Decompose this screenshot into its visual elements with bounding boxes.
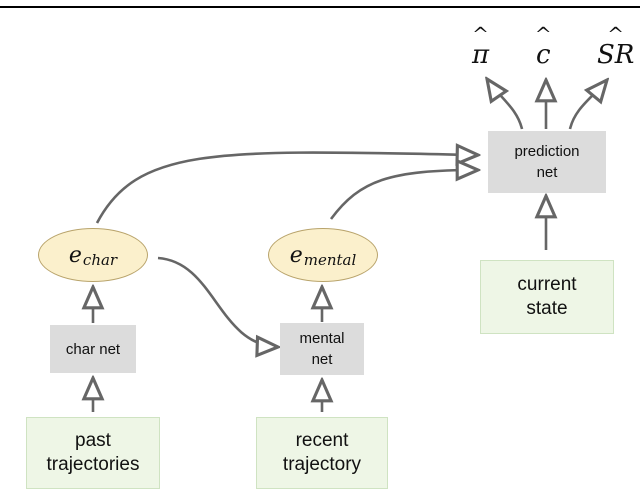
- prediction-net-line1: prediction: [514, 143, 580, 160]
- current-state-box: current state: [480, 260, 614, 334]
- past-trajectories-box: past trajectories: [26, 417, 160, 489]
- recent-trajectory-line1: recent: [295, 430, 349, 451]
- mental-net-line2: net: [311, 351, 333, 368]
- mental-net-line1: mental: [299, 330, 345, 347]
- output-sr-hat: ^SR: [597, 22, 635, 70]
- edge-prediction-to-sr: [568, 80, 607, 130]
- prediction-net-box: prediction net: [488, 131, 606, 193]
- recent-trajectory-box: recent trajectory: [256, 417, 388, 489]
- sr-hat-mark: ^: [607, 22, 625, 46]
- char-net-box: char net: [50, 325, 136, 373]
- recent-trajectory-line2: trajectory: [282, 454, 362, 475]
- e-mental-base: e: [289, 242, 303, 268]
- e-char-base: e: [68, 242, 82, 268]
- c-symbol: c: [536, 40, 551, 70]
- current-state-line1: current: [517, 274, 577, 295]
- edge-prediction-to-pi: [487, 79, 524, 130]
- edge-echar-to-mentalnet: [157, 256, 278, 347]
- past-trajectories-line1: past: [75, 430, 111, 451]
- sr-symbol: SR: [597, 40, 635, 70]
- pi-symbol: π: [472, 40, 490, 70]
- output-pi-hat: ^π: [472, 22, 490, 70]
- output-c-hat: ^c: [535, 22, 552, 70]
- edge-emental-to-prediction: [329, 170, 478, 220]
- pi-hat-mark: ^: [472, 22, 489, 46]
- past-trajectories-line2: trajectories: [46, 454, 140, 475]
- char-net-label: char net: [65, 340, 121, 358]
- current-state-line2: state: [526, 298, 568, 319]
- edge-echar-to-prediction: [95, 153, 478, 224]
- e-char-subscript: char: [82, 251, 118, 269]
- prediction-net-line2: net: [536, 164, 558, 181]
- mental-net-box: mental net: [280, 323, 364, 375]
- c-hat-mark: ^: [534, 22, 552, 46]
- top-rule: [0, 6, 640, 8]
- e-mental-subscript: mental: [303, 251, 357, 269]
